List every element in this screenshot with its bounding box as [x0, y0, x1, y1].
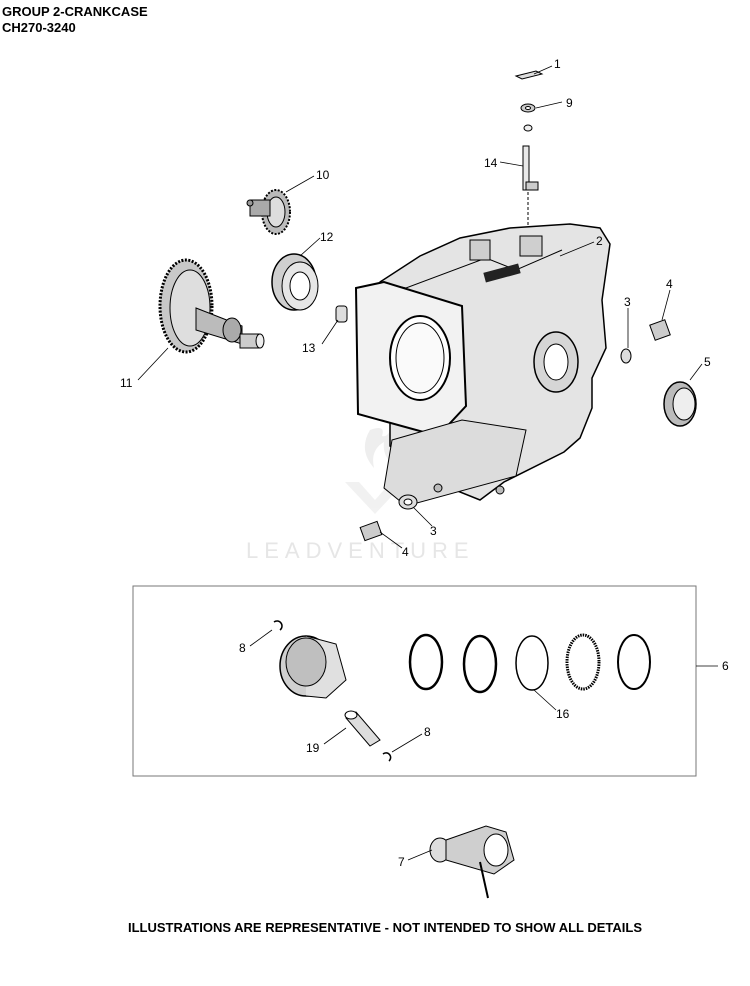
- dowel-pin-part: [335, 305, 348, 323]
- piston-rings-part: [408, 633, 651, 694]
- callout-9: 9: [566, 96, 573, 110]
- callout-5: 5: [704, 355, 711, 369]
- callout-19: 19: [306, 741, 320, 755]
- callout-3-upper: 3: [624, 295, 631, 309]
- callout-6: 6: [722, 659, 729, 673]
- callout-10: 10: [316, 168, 330, 182]
- callout-12: 12: [320, 230, 334, 244]
- callout-3-lower: 3: [430, 524, 437, 538]
- watermark-text: LEADVENTURE: [246, 538, 475, 563]
- oil-seal-part: [663, 381, 697, 427]
- callout-labels: 1 9 14 10 12 2 3 4 13 11 5 3 4 8 6 16 19…: [120, 57, 729, 869]
- callout-1: 1: [554, 57, 561, 71]
- callout-13: 13: [302, 341, 316, 355]
- callout-4-upper: 4: [666, 277, 673, 291]
- drain-plug-part: [359, 319, 671, 542]
- leader-lines: [137, 65, 718, 861]
- model-number: CH270-3240: [2, 20, 76, 35]
- callout-4-lower: 4: [402, 545, 409, 559]
- piston-pin-clip-part: [273, 620, 392, 762]
- callout-14: 14: [484, 156, 498, 170]
- crankcase-part: [354, 223, 611, 507]
- piston-kit-box: [132, 585, 697, 777]
- callout-8-upper: 8: [239, 641, 246, 655]
- camshaft-part: [158, 258, 265, 354]
- callout-7: 7: [398, 855, 405, 869]
- group-title: GROUP 2-CRANKCASE: [2, 4, 148, 19]
- piston-part: [279, 635, 347, 699]
- callout-2: 2: [596, 234, 603, 248]
- connecting-rod-part: [429, 825, 515, 899]
- ball-bearing-part: [271, 253, 319, 311]
- governor-shaft-part: [522, 145, 539, 230]
- washer-part: [520, 103, 536, 132]
- sealing-washer-part: [398, 348, 632, 510]
- callout-16: 16: [556, 707, 570, 721]
- callout-11: 11: [120, 376, 133, 390]
- piston-pin-part: [344, 710, 381, 747]
- governor-gear-part: [246, 189, 291, 235]
- callout-8-lower: 8: [424, 725, 431, 739]
- disclaimer-note: ILLUSTRATIONS ARE REPRESENTATIVE - NOT I…: [128, 920, 642, 935]
